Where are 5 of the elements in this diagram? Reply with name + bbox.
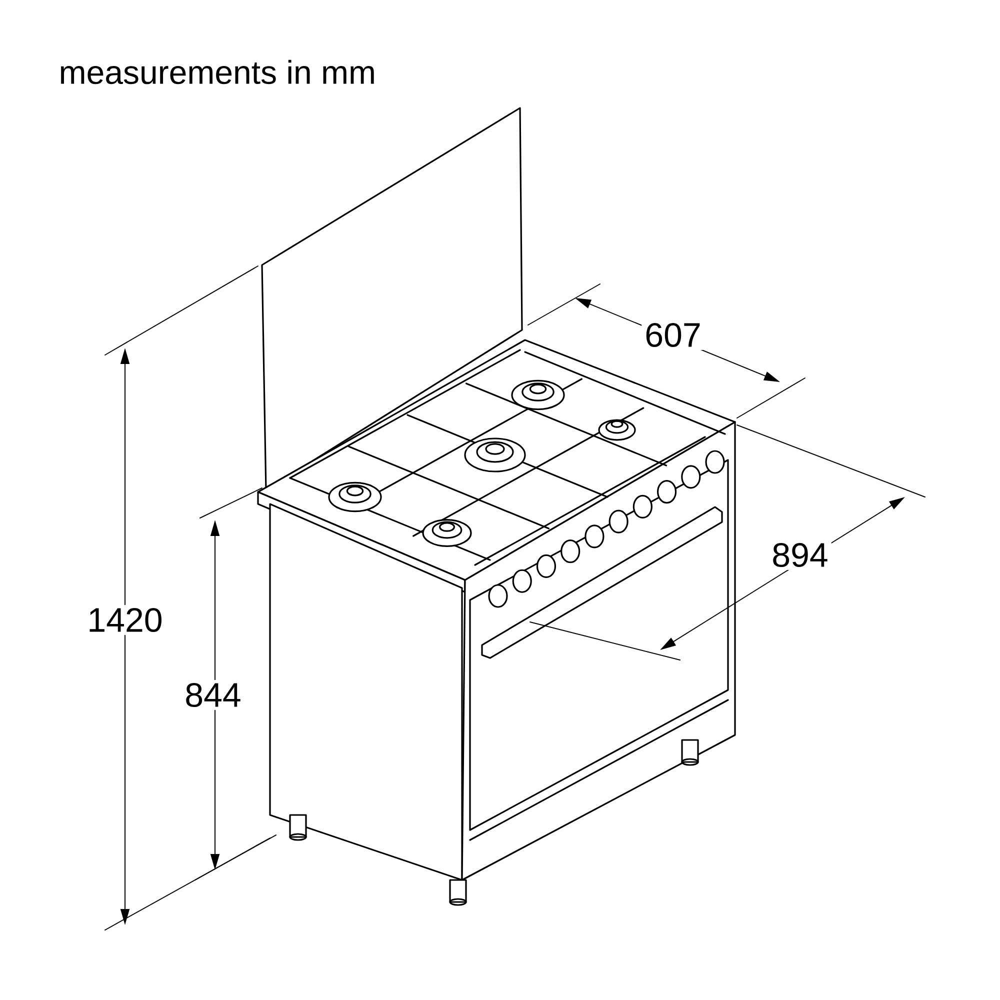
title: measurements in mm bbox=[61, 60, 374, 84]
dimension-label: 607 bbox=[642, 320, 704, 350]
dimension-label: 844 bbox=[182, 680, 244, 710]
dimension-label: 894 bbox=[768, 540, 832, 570]
dimension-label: 1420 bbox=[84, 604, 166, 636]
